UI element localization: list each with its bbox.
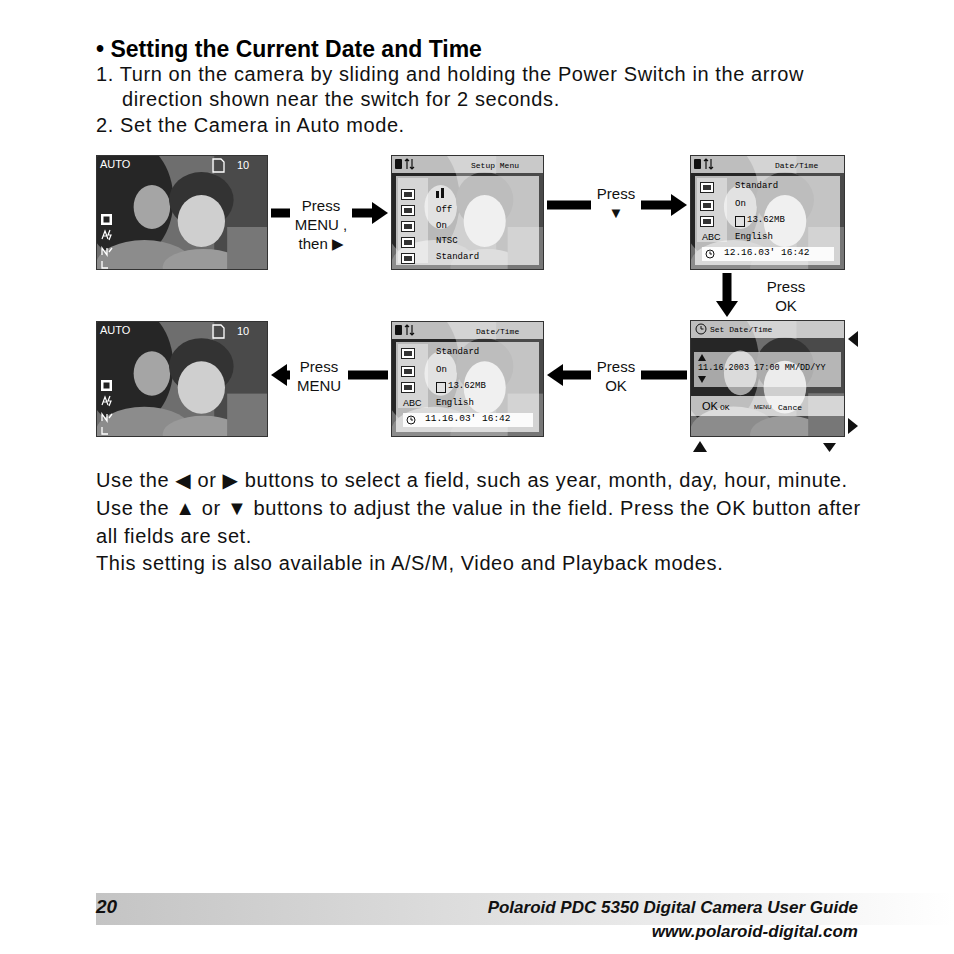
screen-text: OK xyxy=(720,404,730,412)
screen-text: ABC xyxy=(403,399,422,408)
screen-text: On xyxy=(436,366,447,375)
camera-screen: Date/TimeStandardOn13.62MB ABC English 12.1… xyxy=(690,155,845,270)
edge-label: Press MENU xyxy=(290,357,348,395)
edge-label: Press ▼ xyxy=(591,184,641,222)
screen-text: 11.16.03' 16:42 xyxy=(425,414,511,424)
screen-text: MENU xyxy=(754,404,772,410)
screen-text: AUTO xyxy=(100,325,130,336)
footer-title: Polaroid PDC 5350 Digital Camera User Gu… xyxy=(218,897,858,918)
arrow-head xyxy=(271,364,287,386)
footer-url: www.polaroid-digital.com xyxy=(218,921,858,942)
edge-label: Press OK xyxy=(591,357,641,395)
camera-screen: AUTO 10 xyxy=(96,321,268,437)
page-number: 20 xyxy=(96,895,176,919)
step-text: 2. Set the Camera in Auto mode. xyxy=(96,113,866,138)
screen-text: OK xyxy=(702,401,718,412)
arrow-head xyxy=(671,194,687,216)
camera-screen: Date/TimeStandardOn13.62MB ABC English 11.1… xyxy=(391,321,544,437)
screen-text: Standard xyxy=(436,348,479,357)
screen-text: Cance xyxy=(778,404,802,412)
screen-text: On xyxy=(436,222,447,231)
screen-text: Off xyxy=(436,206,452,215)
flow-arrow xyxy=(716,273,738,317)
edge-label: Press MENU , then ▶ xyxy=(290,196,352,253)
screen-text: On xyxy=(735,200,746,209)
arrow-head xyxy=(547,364,563,386)
screen-text: English xyxy=(436,399,474,408)
screen-text: Date/Time xyxy=(476,328,519,336)
body-text: This setting is also available in A/S/M,… xyxy=(96,549,871,577)
camera-screen: Set Date/Time 11.16.2003 17:00 MM/DD/YY OK… xyxy=(690,320,845,437)
screen-text: AUTO xyxy=(100,159,130,170)
arrow-head xyxy=(716,301,738,317)
edge-label: Press OK xyxy=(761,277,811,315)
screen-text: 11.16.2003 17:00 MM/DD/YY xyxy=(698,364,826,373)
step-text: 1. Turn on the camera by sliding and hol… xyxy=(96,62,866,112)
screen-text: 10 xyxy=(237,326,249,337)
arrow-head xyxy=(372,202,388,224)
body-text: Use the ◀ or ▶ buttons to select a field… xyxy=(96,466,871,550)
screen-text: 13.62MB xyxy=(448,382,486,391)
screen-text: 12.16.03' 16:42 xyxy=(724,248,810,258)
screen-text: Standard xyxy=(436,253,479,262)
screen-text: ABC xyxy=(702,233,721,242)
screen-text: English xyxy=(735,233,773,242)
camera-screen: Setup MenuOffOnNTSC Standard xyxy=(391,155,544,270)
section-title: • Setting the Current Date and Time xyxy=(96,36,482,63)
screen-text: Standard xyxy=(735,182,778,191)
screen-text: Setup Menu xyxy=(471,162,519,170)
screen-text: 13.62MB xyxy=(747,216,785,225)
screen-text: NTSC xyxy=(436,237,458,246)
screen-text: 10 xyxy=(237,160,249,171)
arrow-shaft xyxy=(723,273,732,303)
screen-text: Set Date/Time xyxy=(710,326,772,334)
camera-screen: AUTO 10 xyxy=(96,155,268,270)
screen-text: Date/Time xyxy=(775,162,818,170)
